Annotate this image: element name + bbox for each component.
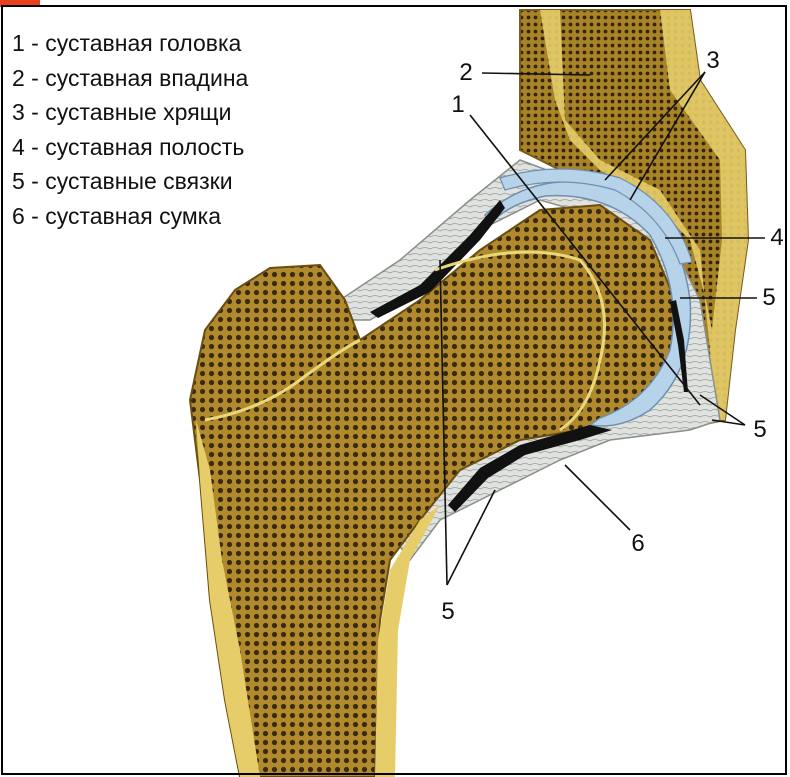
legend-item-2: 2 - суставная впадина [12,61,248,96]
legend-item-1: 1 - суставная головка [12,26,248,61]
legend-item-5: 5 - суставные связки [12,164,248,199]
callout-4: 4 [770,226,783,250]
callout-1: 1 [451,93,464,117]
callout-6: 6 [631,532,644,556]
callout-5-bottom: 5 [441,600,454,624]
callout-5-right: 5 [762,286,775,310]
callout-5-lower-right: 5 [753,418,766,442]
legend-item-6: 6 - суставная сумка [12,199,248,234]
callout-2: 2 [459,61,472,85]
legend: 1 - суставная головка 2 - суставная впад… [12,26,248,234]
legend-item-4: 4 - суставная полость [12,130,248,165]
legend-item-3: 3 - суставные хрящи [12,95,248,130]
callout-3: 3 [706,49,719,73]
